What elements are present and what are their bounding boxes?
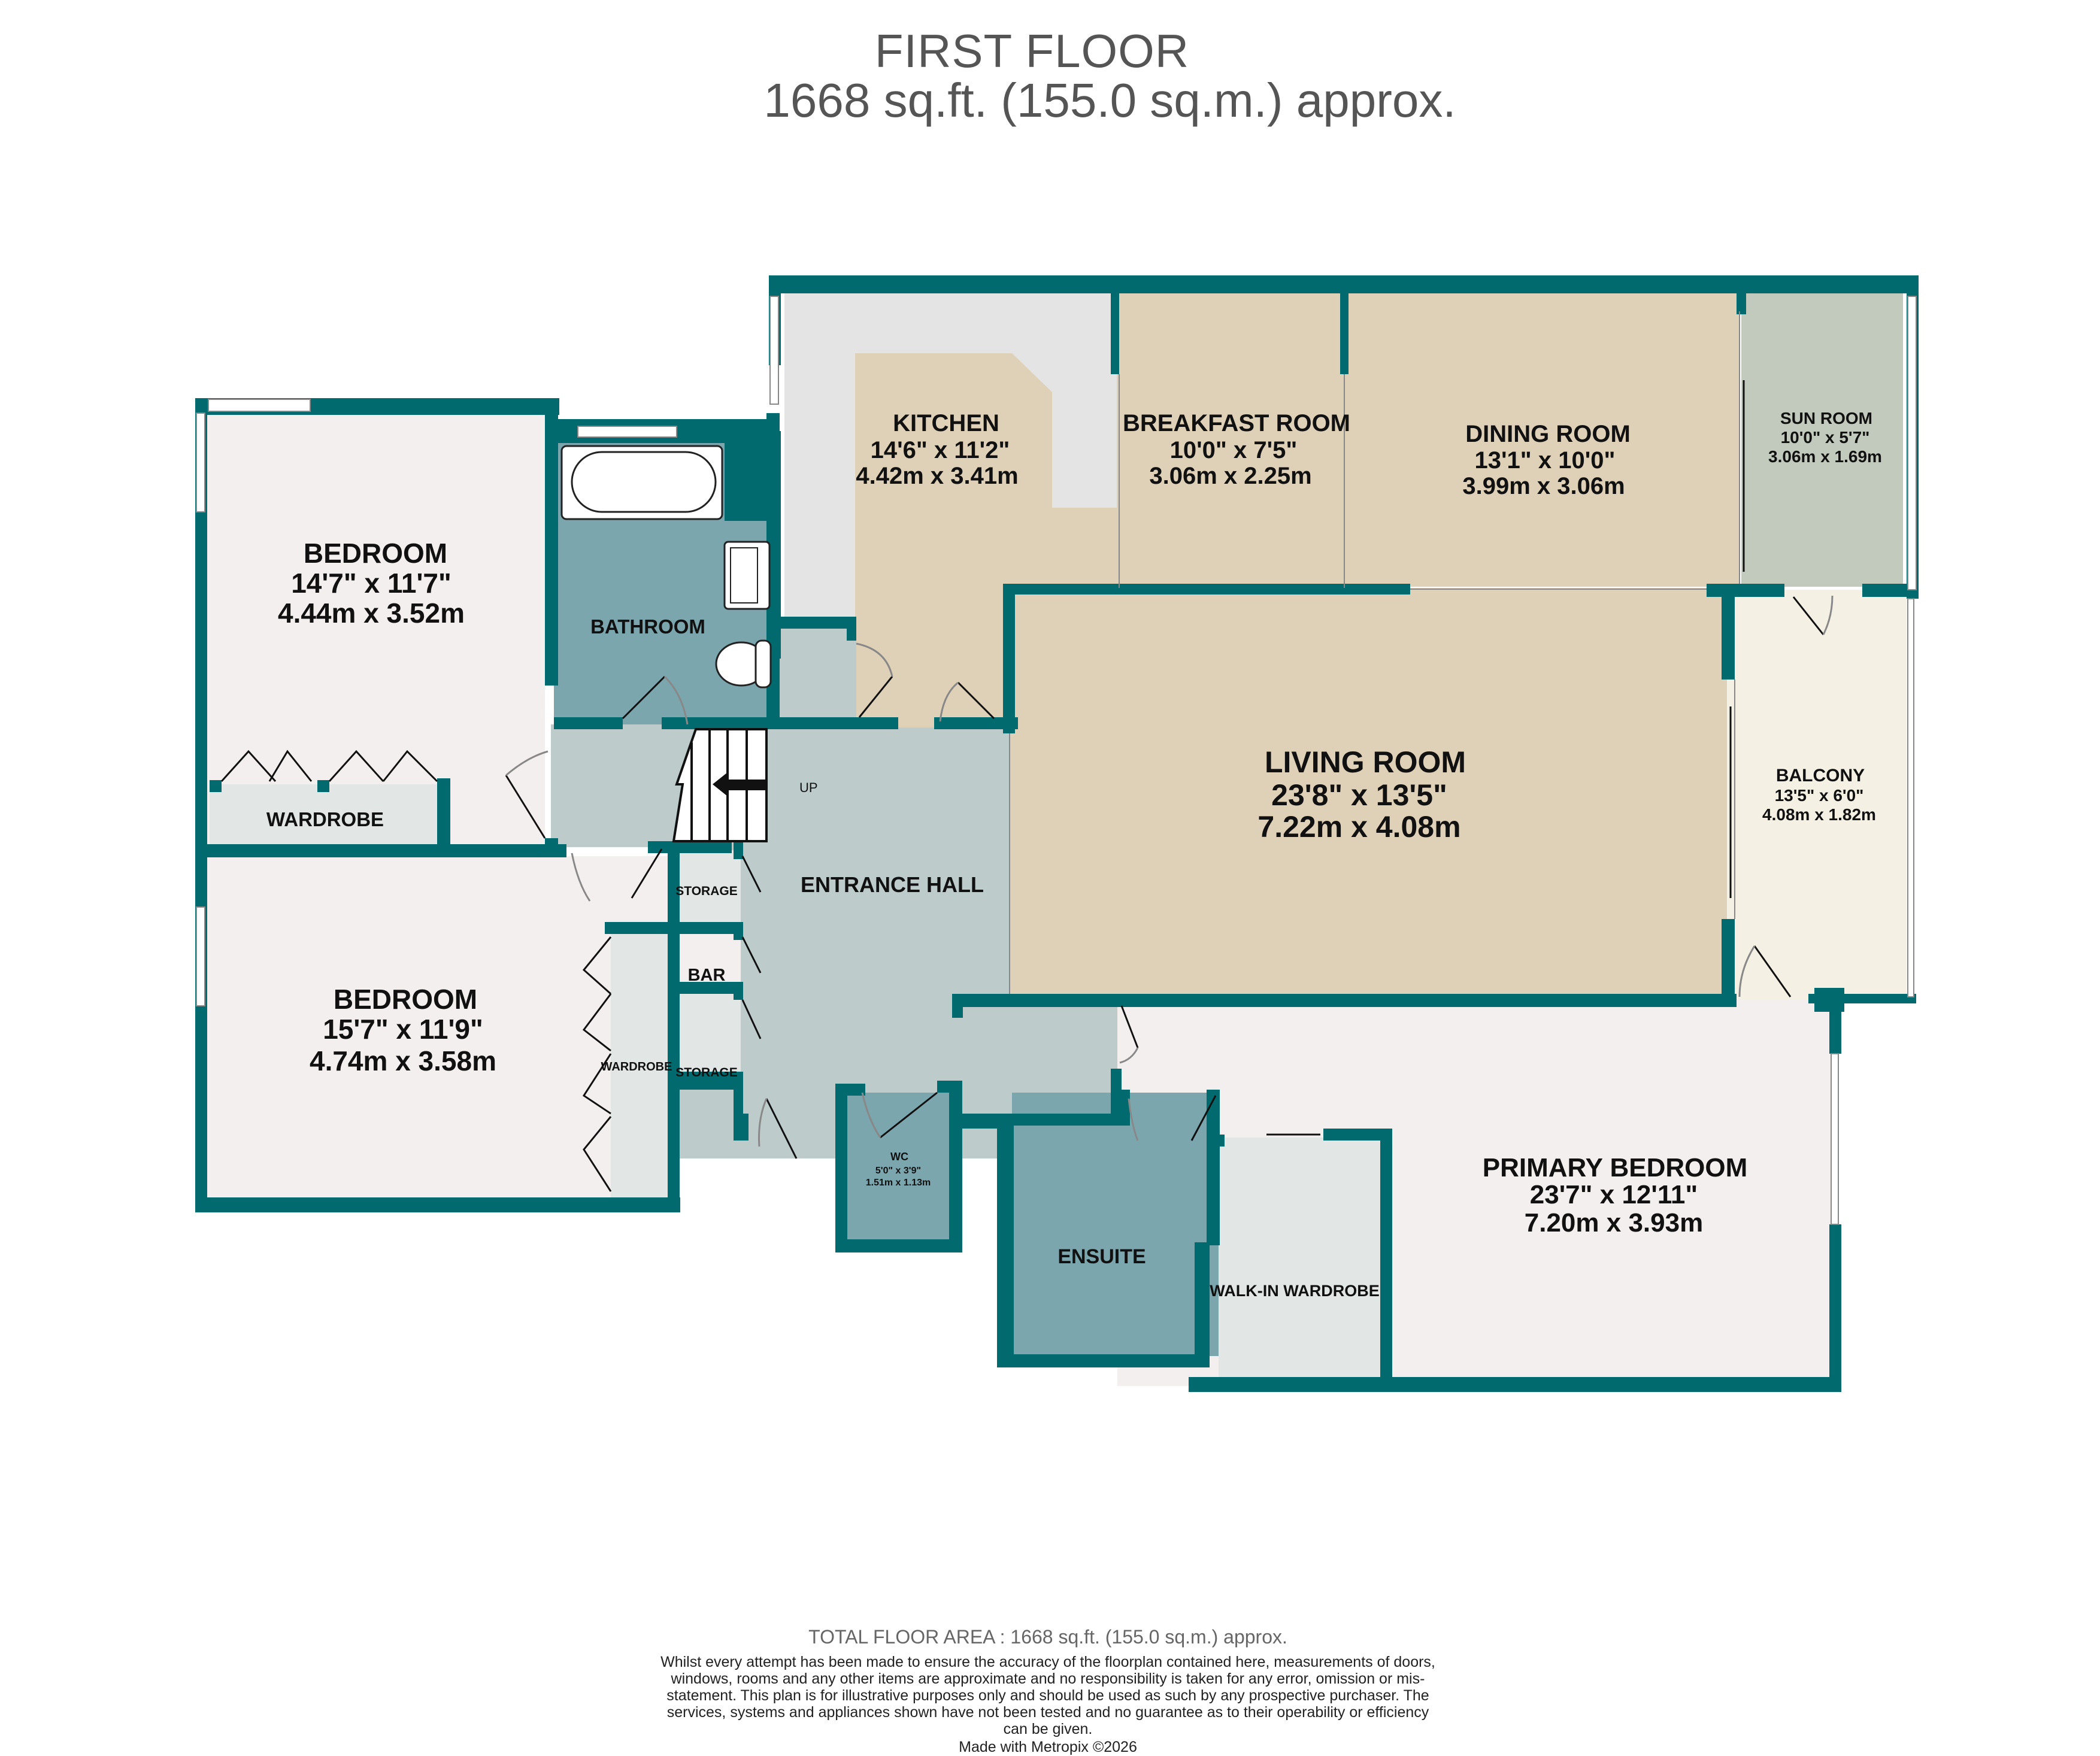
door-bedroom2 <box>631 848 663 899</box>
storage2-label: STORAGE <box>675 1066 737 1079</box>
bedroom1-floor <box>207 413 545 847</box>
walkin-wardrobe-floor <box>1219 1138 1386 1383</box>
landing-floor <box>551 724 677 847</box>
living-room-floor <box>1010 588 1727 1000</box>
wardrobe1-floor <box>210 784 443 844</box>
storage1-label: STORAGE <box>675 884 737 898</box>
door-primary <box>1120 1005 1139 1048</box>
wardrobe2-floor <box>611 934 668 1197</box>
sun-room-floor <box>1741 293 1903 587</box>
doors <box>220 595 1834 1192</box>
bar-floor <box>678 931 741 988</box>
balcony-floor <box>1727 590 1907 1000</box>
door-wc <box>880 1091 938 1139</box>
hall-nook <box>778 629 856 727</box>
window-primary <box>1831 1053 1839 1225</box>
floor-area-heading: 1668 sq.ft. (155.0 sq.m.) approx. <box>763 74 1456 127</box>
wc-metric: 1.51m x 1.13m <box>866 1178 931 1188</box>
wc-floor <box>846 1093 953 1242</box>
kitchen-metric: 4.42m x 3.41m <box>856 463 1018 489</box>
door-storage2 <box>741 999 762 1039</box>
breakfast-room-floor <box>1117 293 1344 587</box>
kitchen-label: KITCHEN <box>893 410 999 436</box>
storage1-floor <box>678 850 741 925</box>
door-bar <box>741 936 762 973</box>
door-balcony <box>1753 945 1792 997</box>
dining-metric: 3.99m x 3.06m <box>1462 473 1625 499</box>
sunroom-metric: 3.06m x 1.69m <box>1768 447 1882 466</box>
door-storage1 <box>741 856 762 893</box>
kitchen-imperial: 14'6" x 11'2" <box>871 437 1010 463</box>
wardrobe2-doors <box>582 936 612 1192</box>
bathroom-label: BATHROOM <box>590 615 705 638</box>
bedroom1-imperial: 14'7" x 11'7" <box>291 568 451 599</box>
breakfast-label: BREAKFAST ROOM <box>1123 410 1350 436</box>
primary-label: PRIMARY BEDROOM <box>1483 1153 1747 1182</box>
wc-label: WC <box>890 1151 908 1163</box>
door-entrance <box>765 1098 798 1159</box>
bar-label: BAR <box>688 966 726 985</box>
walkin-label: WALK-IN WARDROBE <box>1210 1282 1379 1300</box>
door-bedroom1 <box>505 775 546 839</box>
dining-room-floor <box>1344 293 1740 587</box>
kitchen-lower <box>855 599 1010 727</box>
window-balcony <box>1907 598 1914 997</box>
door-bathroom <box>622 675 666 720</box>
made-with-credit: Made with Metropix ©2026 <box>959 1739 1137 1755</box>
bedroom2-imperial: 15'7" x 11'9" <box>323 1014 483 1045</box>
window-bedroom1-left <box>196 413 205 512</box>
living-metric: 7.22m x 4.08m <box>1257 810 1460 844</box>
sunroom-imperial: 10'0" x 5'7" <box>1781 428 1870 447</box>
door-kitchen-1 <box>858 676 893 718</box>
dining-imperial: 13'1" x 10'0" <box>1475 447 1616 474</box>
room-labels: KITCHEN 14'6" x 11'2" 4.42m x 3.41m BREA… <box>266 409 1882 1300</box>
door-sunroom <box>1792 596 1825 635</box>
breakfast-imperial: 10'0" x 7'5" <box>1170 437 1298 463</box>
primary-metric: 7.20m x 3.93m <box>1525 1208 1703 1238</box>
room-fills <box>207 293 1907 1386</box>
balcony-imperial: 13'5" x 6'0" <box>1775 786 1864 805</box>
sunroom-label: SUN ROOM <box>1780 409 1872 427</box>
bedroom2-floor <box>207 856 668 1203</box>
staircase <box>672 728 768 842</box>
door-kitchen-2 <box>957 681 995 720</box>
balcony-label: BALCONY <box>1776 766 1865 786</box>
storage2-floor <box>678 994 741 1078</box>
floor-title: FIRST FLOOR <box>874 25 1190 77</box>
living-imperial: 23'8" x 13'5" <box>1271 778 1447 812</box>
window-bathroom <box>577 426 677 438</box>
wardrobe1-label: WARDROBE <box>266 808 384 830</box>
entrance-hall-label: ENTRANCE HALL <box>801 872 984 897</box>
window-kitchen <box>769 296 779 405</box>
door-ensuite <box>1190 1095 1217 1141</box>
stairs-up-label: UP <box>799 780 818 795</box>
primary-imperial: 23'7" x 12'11" <box>1530 1180 1698 1209</box>
balcony-metric: 4.08m x 1.82m <box>1762 805 1876 824</box>
stairs-up-arrow-icon <box>713 772 766 796</box>
window-bedroom2 <box>196 906 205 1006</box>
window-sunroom <box>1907 296 1917 590</box>
bedroom2-label: BEDROOM <box>334 984 477 1015</box>
bath-tub <box>560 445 723 520</box>
bedroom2-metric: 4.74m x 3.58m <box>310 1045 496 1076</box>
breakfast-metric: 3.06m x 2.25m <box>1149 463 1311 489</box>
walls <box>195 275 1919 1392</box>
bedroom1-metric: 4.44m x 3.52m <box>278 598 465 629</box>
ensuite-floor <box>1012 1093 1219 1356</box>
toilet <box>715 639 772 689</box>
living-label: LIVING ROOM <box>1265 745 1466 779</box>
wc-imperial: 5'0" x 3'9" <box>875 1166 921 1176</box>
ensuite-label: ENSUITE <box>1057 1245 1146 1268</box>
sink <box>723 541 771 610</box>
wardrobe1-doors <box>220 750 438 783</box>
window-bedroom1-top <box>208 399 311 412</box>
bedroom1-label: BEDROOM <box>304 538 447 569</box>
windows <box>196 296 1917 1225</box>
dining-label: DINING ROOM <box>1465 421 1631 447</box>
wardrobe2-label: WARDROBE <box>601 1060 672 1073</box>
disclaimer-text: Whilst every attempt has been made to en… <box>660 1654 1435 1737</box>
total-floor-area: TOTAL FLOOR AREA : 1668 sq.ft. (155.0 sq… <box>808 1626 1287 1648</box>
